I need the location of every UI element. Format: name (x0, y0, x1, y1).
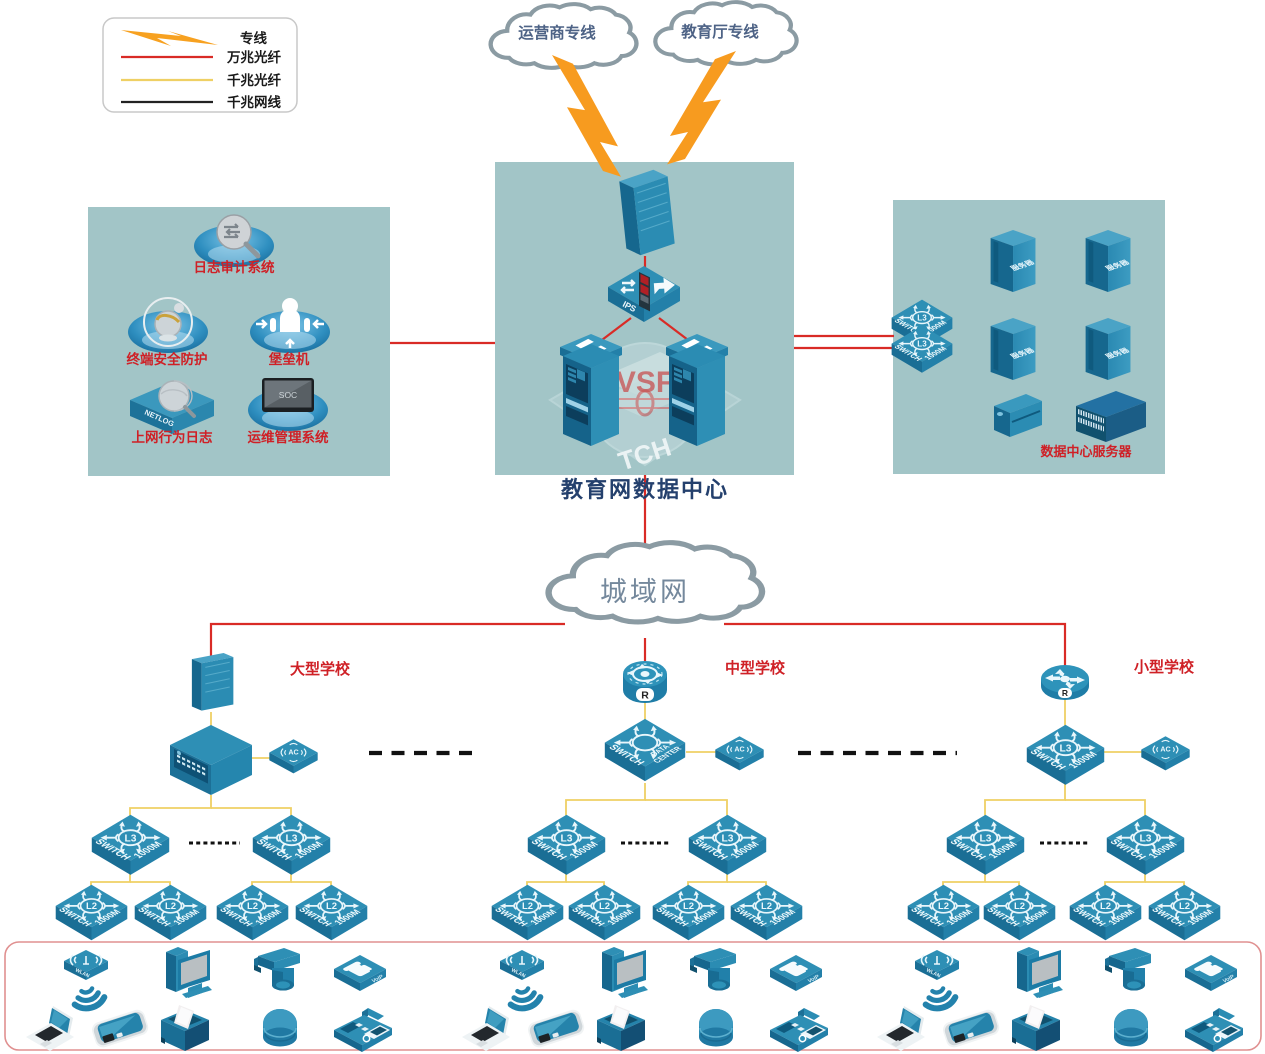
svg-text:上网行为日志: 上网行为日志 (132, 429, 213, 445)
svg-text:数据中心服务器: 数据中心服务器 (1040, 444, 1132, 459)
svg-text:千兆光纤: 千兆光纤 (227, 72, 281, 88)
svg-text:中型学校: 中型学校 (725, 659, 786, 677)
svg-text:堡垒机: 堡垒机 (269, 351, 310, 367)
svg-text:VSF: VSF (616, 366, 674, 399)
svg-text:SOC: SOC (279, 390, 297, 400)
svg-text:日志审计系统: 日志审计系统 (194, 259, 275, 275)
svg-text:专线: 专线 (240, 30, 267, 46)
svg-text:终端安全防护: 终端安全防护 (127, 351, 208, 367)
svg-text:千兆网线: 千兆网线 (227, 94, 281, 110)
svg-text:小型学校: 小型学校 (1134, 658, 1195, 676)
svg-text:大型学校: 大型学校 (290, 660, 351, 678)
svg-text:教育网数据中心: 教育网数据中心 (561, 477, 729, 502)
svg-text:万兆光纤: 万兆光纤 (226, 49, 281, 65)
svg-text:城域网: 城域网 (600, 577, 690, 607)
svg-text:教育厅专线: 教育厅专线 (681, 22, 759, 41)
svg-text:运维管理系统: 运维管理系统 (248, 429, 329, 445)
svg-text:运营商专线: 运营商专线 (518, 23, 596, 42)
